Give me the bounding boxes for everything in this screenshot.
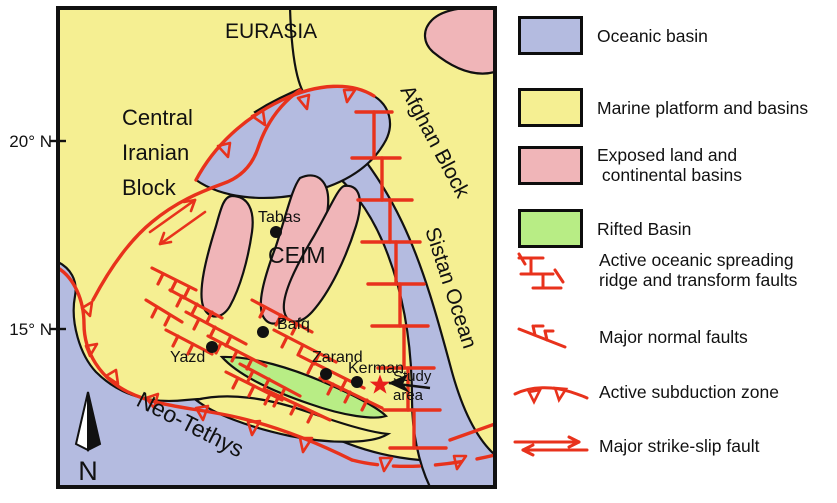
strike-slip-arrow-pair	[148, 198, 207, 246]
legend-swatch-exposed-land	[518, 145, 583, 185]
city-tabas: Tabas	[258, 209, 301, 238]
subduction-neo-tethys-dashed	[350, 453, 495, 468]
normal-fault-swarm	[144, 266, 384, 424]
subduction-sistan-bay	[194, 84, 376, 182]
subduction-teeth-dashed	[378, 454, 468, 473]
normal-fault-icon	[517, 324, 567, 349]
region-label-eurasia: EURASIA	[225, 20, 317, 43]
region-label-cib2: Iranian	[122, 140, 189, 165]
legend-label-exposed-land: Exposed land and continental basins	[597, 145, 742, 185]
region-label-cib3: Block	[122, 175, 177, 200]
legend-symbol-strike-slip: Major strike-slip fault	[513, 424, 759, 468]
ridge-transform-icon	[517, 252, 565, 290]
study-area-annotation: Study area	[393, 368, 432, 404]
legend-symbol-icon-subduction-zone	[513, 370, 589, 414]
legend-fill-marine-platform: Marine platform and basins	[518, 88, 808, 127]
legend-symbol-icon-normal-faults	[513, 315, 589, 359]
city-dot-bafq	[257, 326, 269, 338]
north-arrow-label: N	[78, 456, 98, 486]
legend-swatch-oceanic-basin	[518, 16, 583, 55]
legend-swatch-marine-platform	[518, 88, 583, 127]
city-label-zarand: Zarand	[312, 349, 363, 366]
north-arrow: N	[74, 391, 102, 486]
legend-label-oceanic-basin: Oceanic basin	[597, 25, 708, 46]
city-label-bafq: Bafq	[277, 316, 310, 333]
subduction-teeth-sistan-bay	[216, 88, 357, 159]
region-label-ceim: CEIM	[268, 242, 326, 268]
legend-fill-oceanic-basin: Oceanic basin	[518, 16, 708, 55]
city-dot-yazd	[206, 341, 218, 353]
exposed-land-strip-1	[200, 194, 254, 318]
study-area-line2: area	[393, 387, 424, 404]
legend-symbol-label-normal-faults: Major normal faults	[599, 326, 748, 347]
subduction-icon	[513, 386, 589, 405]
legend-label-rifted-basin: Rifted Basin	[597, 218, 692, 239]
legend-symbol-spreading-ridge: Active oceanic spreading ridge and trans…	[513, 248, 797, 292]
city-dot-tabas	[270, 226, 282, 238]
study-area-pointer	[388, 374, 431, 393]
city-label-yazd: Yazd	[170, 349, 205, 366]
legend-swatch-rifted-basin	[518, 209, 583, 248]
city-bafq: Bafq	[257, 316, 310, 338]
map-frame	[56, 6, 497, 489]
strike-slip-fault-nw	[91, 88, 302, 302]
city-label-tabas: Tabas	[258, 209, 301, 226]
latitude-ticks: 20° N 15° N	[9, 132, 66, 339]
legend-fill-exposed-land: Exposed land and continental basins	[518, 145, 742, 185]
subduction-teeth-neo-tethys	[80, 300, 314, 454]
spreading-ridge-transform-system	[350, 110, 495, 450]
map-body	[58, 8, 495, 487]
lat-15n-label: 15° N	[9, 320, 52, 339]
legend-symbol-icon-strike-slip	[513, 424, 589, 468]
neo-tethys-ocean	[58, 260, 495, 487]
legend-fill-rifted-basin: Rifted Basin	[518, 209, 691, 248]
legend-symbol-normal-faults: Major normal faults	[513, 315, 748, 359]
region-label-cib1: Central	[122, 105, 193, 130]
city-dot-kerman	[351, 376, 363, 388]
city-zarand: Zarand	[312, 349, 363, 380]
city-kerman: Kerman	[348, 360, 404, 388]
study-area-line1: Study	[393, 368, 432, 385]
city-yazd: Yazd	[170, 341, 218, 366]
strike-slip-icon	[513, 435, 589, 457]
coastal-spur	[193, 395, 392, 443]
legend-symbol-label-subduction-zone: Active subduction zone	[599, 381, 779, 402]
study-area-star	[369, 374, 391, 394]
legend-symbol-label-strike-slip: Major strike-slip fault	[599, 435, 760, 456]
legend-symbol-subduction-zone: Active subduction zone	[513, 370, 779, 414]
legend-symbol-icon-spreading-ridge	[513, 248, 589, 292]
structures-layer	[58, 84, 495, 473]
city-label-kerman: Kerman	[348, 360, 404, 377]
lat-20n-label: 20° N	[9, 132, 52, 151]
city-dot-zarand	[320, 368, 332, 380]
legend-symbol-label-spreading-ridge: Active oceanic spreading ridge and trans…	[599, 249, 798, 291]
legend-label-marine-platform: Marine platform and basins	[597, 97, 809, 118]
